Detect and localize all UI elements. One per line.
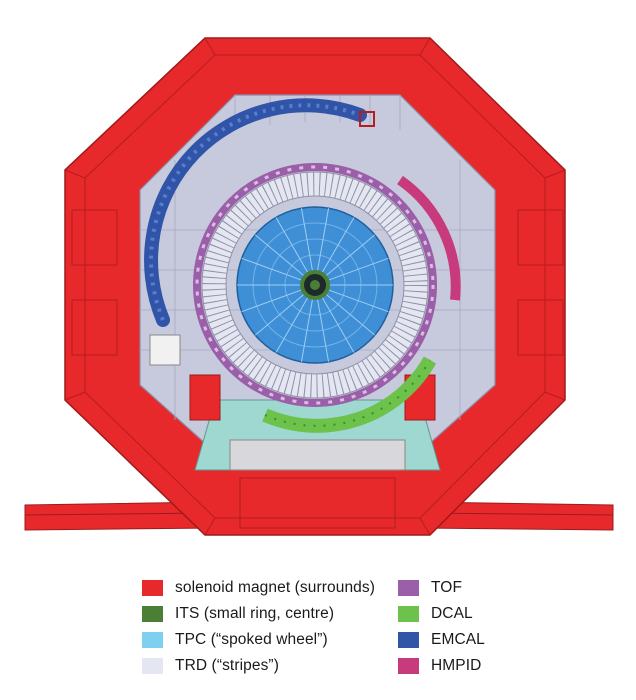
legend-swatch-tpc [142,632,163,648]
tpc-spoke [300,298,314,362]
legend-item-its: ITS (small ring, centre) [142,603,334,625]
legend-item-emcal: EMCAL [398,629,485,651]
tpc-spoke [275,217,309,274]
tpc-spoke [316,298,330,362]
tpc-spoke [254,293,305,336]
legend-label-tpc: TPC (“spoked wheel”) [175,631,328,648]
legend-label-trd: TRD (“stripes”) [175,657,279,674]
legend-swatch-trd [142,658,163,674]
legend-swatch-emcal [398,632,419,648]
legend-item-trd: TRD (“stripes”) [142,655,279,677]
tpc-spoke [316,208,330,272]
tpc-spoke [241,257,303,281]
legend-item-hmpid: HMPID [398,655,481,677]
legend-item-solenoid-magnet: solenoid magnet (surrounds) [142,577,375,599]
legend-swatch-dcal [398,606,419,622]
legend-swatch-tof [398,580,419,596]
legend: solenoid magnet (surrounds) ITS (small r… [0,570,636,690]
legend-item-tof: TOF [398,577,462,599]
dcal-arc [262,356,437,433]
legend-swatch-its [142,606,163,622]
tpc-spoke [327,257,389,281]
legend-label-its: ITS (small ring, centre) [175,605,335,622]
tpc-spoke [300,208,314,272]
legend-item-tpc: TPC (“spoked wheel”) [142,629,328,651]
legend-label-emcal: EMCAL [431,631,485,648]
detector-cross-section [24,37,614,536]
hmpid-arc [397,175,461,301]
tpc-spoke [321,217,355,274]
legend-item-dcal: DCAL [398,603,473,625]
tpc-spoke [327,289,389,313]
tpc-spoke [254,234,305,277]
tpc-spoke [325,293,376,336]
tpc-spoke [325,234,376,277]
tpc-spoke [321,296,355,353]
legend-swatch-solenoid-magnet [142,580,163,596]
tpc-spoke [241,289,303,313]
tpc-spoke [275,296,309,353]
legend-label-solenoid-magnet: solenoid magnet (surrounds) [175,579,375,596]
legend-label-hmpid: HMPID [431,657,482,674]
legend-swatch-hmpid [398,658,419,674]
legend-label-dcal: DCAL [431,605,473,622]
legend-label-tof: TOF [431,579,463,596]
